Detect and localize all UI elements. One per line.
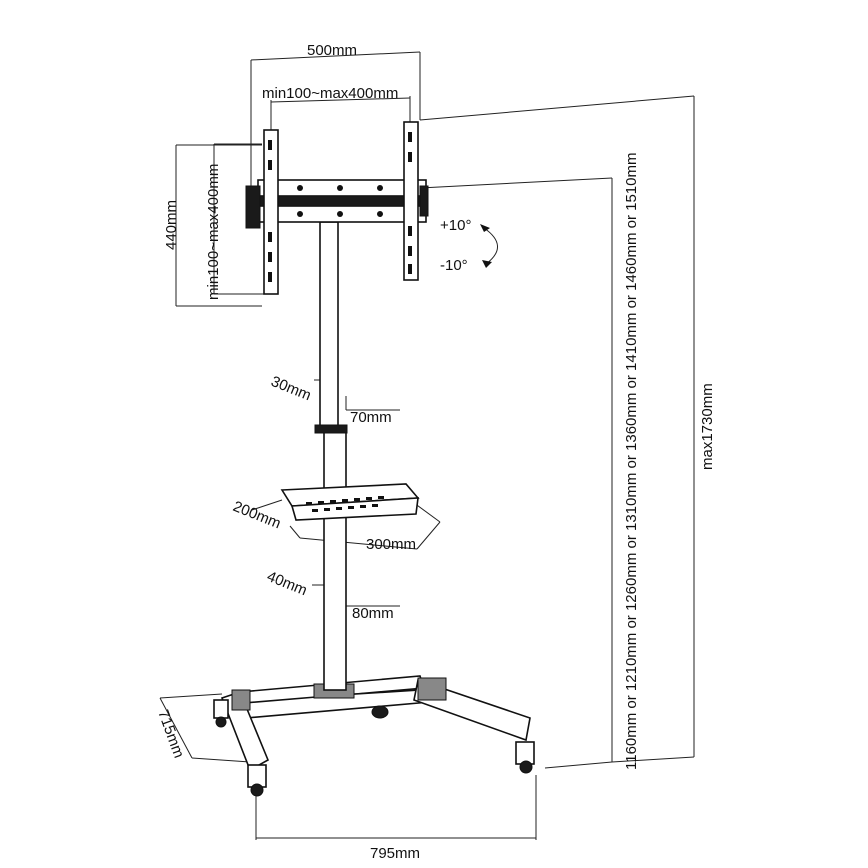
base-width-label: 795mm xyxy=(370,845,420,862)
dimension-lines xyxy=(159,51,695,840)
tv-stand-illustration xyxy=(213,121,535,797)
shelf-width-label: 300mm xyxy=(366,536,416,553)
height-options-label: 1160mm or 1210mm or 1260mm or 1310mm or … xyxy=(623,153,640,770)
bracket-width-label: 500mm xyxy=(307,42,357,59)
lower-column-width-label: 80mm xyxy=(352,605,394,622)
caster-wheels xyxy=(213,699,535,797)
lower-column-depth-label: 40mm xyxy=(265,568,310,599)
vesa-vertical-label: min100~max400mm xyxy=(205,164,222,300)
max-height-label: max1730mm xyxy=(699,383,716,470)
base-depth-label: 715mm xyxy=(154,708,187,761)
vesa-mount-bracket xyxy=(245,121,429,295)
upper-column-depth-label: 30mm xyxy=(269,373,314,404)
tilt-up-label: +10° xyxy=(440,217,471,234)
upper-column-width-label: 70mm xyxy=(350,409,392,426)
lower-column xyxy=(323,427,347,691)
shelf-depth-label: 200mm xyxy=(231,498,284,533)
bracket-height-label: 440mm xyxy=(163,200,180,250)
tilt-down-label: -10° xyxy=(440,257,468,274)
equipment-shelf xyxy=(280,483,420,521)
vesa-horizontal-label: min100~max400mm xyxy=(262,85,398,102)
upper-column xyxy=(319,221,339,433)
tilt-arrow-icon xyxy=(483,227,498,265)
